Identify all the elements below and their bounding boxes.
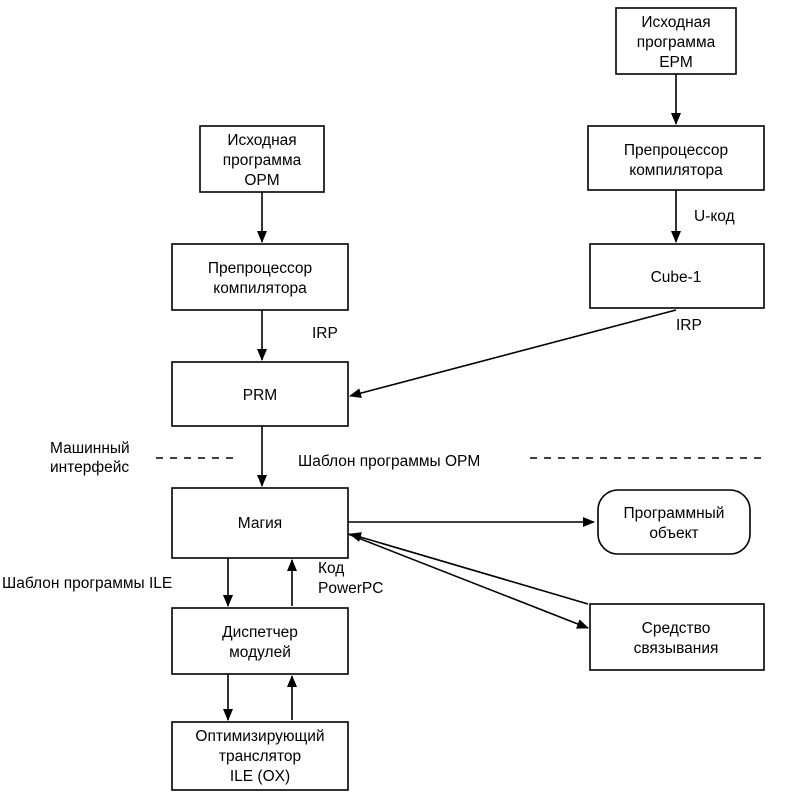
opm-source-text-2: программа — [223, 152, 302, 169]
machine-interface-label-2: интерфейс — [50, 459, 129, 476]
machine-interface-label-1: Машинный — [50, 440, 130, 457]
module-dispatcher-box — [171, 607, 349, 675]
opm-template-label: Шаблон программы OPM — [298, 453, 480, 470]
powerpc-code-label-1: Код — [318, 560, 344, 577]
epm-source-text-3: EPM — [659, 54, 693, 71]
magic-text: Магия — [238, 515, 282, 532]
optimizer-box — [171, 721, 349, 791]
magic-box — [171, 487, 349, 559]
optimizer-text-3: ILE (OX) — [230, 768, 290, 785]
opm-source-text-1: Исходная — [227, 132, 296, 149]
epm-preproc-text-1: Препроцессор — [624, 142, 728, 159]
epm-preprocessor-box — [587, 125, 765, 191]
linker-box — [589, 603, 765, 671]
epm-preproc-text-2: компилятора — [629, 162, 723, 179]
arrow-cube1-to-prm — [349, 309, 677, 399]
prm-box — [171, 361, 349, 427]
arrow-magic-to-linker — [347, 533, 589, 629]
epm-source-text-1: Исходная — [641, 14, 710, 31]
opm-preprocessor-box — [171, 243, 349, 311]
optimizer-text-2: транслятор — [219, 748, 301, 765]
opm-preproc-text-2: компилятора — [213, 280, 307, 297]
dispatcher-text-2: модулей — [229, 644, 291, 661]
powerpc-code-label-2: PowerPC — [318, 580, 383, 597]
linker-text-1: Средство — [642, 620, 711, 637]
prm-text: PRM — [243, 387, 277, 404]
optimizer-text-1: Оптимизирующий — [195, 728, 324, 745]
epm-source-box — [615, 7, 737, 75]
u-code-label: U-код — [694, 208, 735, 225]
linker-text-2: связывания — [634, 640, 719, 657]
opm-source-text-3: OPM — [244, 172, 279, 189]
cube1-text: Cube-1 — [651, 269, 702, 286]
opm-preproc-text-1: Препроцессор — [208, 260, 312, 277]
program-object-box — [597, 489, 751, 555]
program-object-text-2: объект — [649, 525, 698, 542]
program-object-text-1: Программный — [624, 505, 725, 522]
dispatcher-text-1: Диспетчер — [222, 624, 298, 641]
irp-left-label: IRP — [312, 325, 338, 342]
epm-source-text-2: программа — [637, 34, 716, 51]
ile-template-label: Шаблон программы ILE — [2, 575, 172, 592]
opm-source-box — [199, 125, 325, 193]
arrow-linker-to-magic — [349, 532, 589, 605]
irp-right-label: IRP — [676, 317, 702, 334]
cube1-box — [589, 243, 765, 309]
